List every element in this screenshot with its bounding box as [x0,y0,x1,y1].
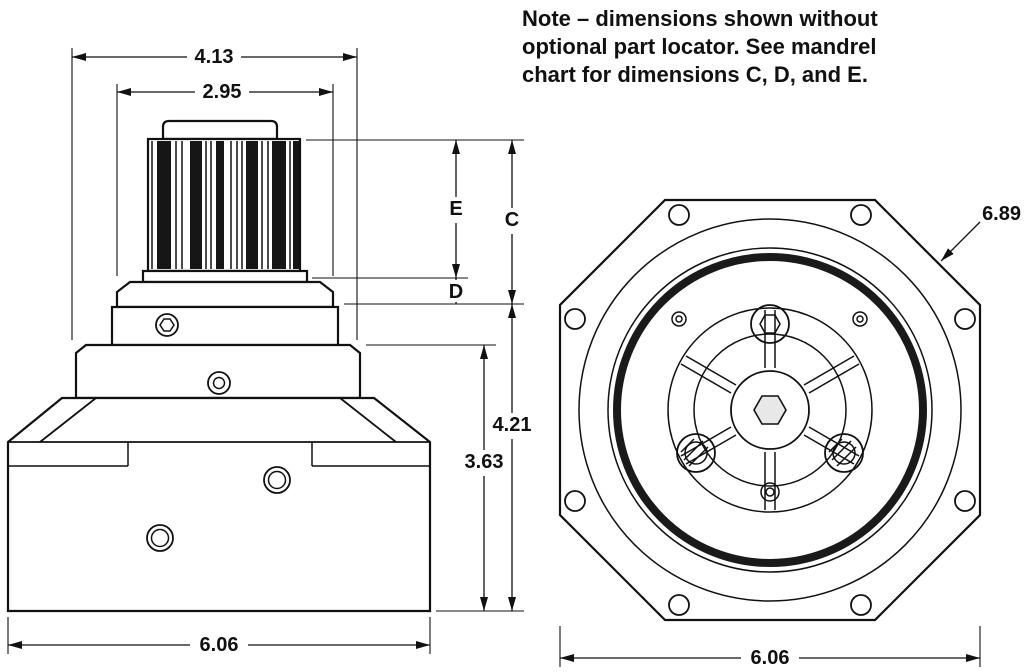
bolt-hole-icon [564,308,586,330]
dimension-label-flange-height: 3.63 [465,451,504,473]
front-view-dimensions: 6.89 6.06 [559,203,1021,672]
dimension-across-flats: 6.06 [559,626,981,672]
concentric-rings [578,218,962,602]
dimension-c: C [500,140,524,304]
dimension-label-e: E [449,198,462,220]
top-lug [750,304,790,344]
bolt-hole-icon [850,204,872,226]
center-hub [730,370,810,450]
bolt-hole-icon [954,308,976,330]
front-view [558,198,982,622]
note-line-2: optional part locator. See mandrel [522,34,877,59]
spider-slots [680,310,860,510]
dimension-flange-width: 4.13 [71,45,358,340]
bolt-hole-icon [668,204,690,226]
set-screw-icon [155,313,179,337]
bolt-hole-icon [850,594,872,616]
dimension-label-body-height: 4.21 [493,414,532,436]
knurled-section [141,137,309,284]
mandrel-cap [161,119,279,141]
body [6,396,432,613]
knurl-lip [141,269,309,284]
dimension-label-base-width: 6.06 [200,634,239,656]
dimension-e: E [444,140,468,278]
dimension-collar-width: 2.95 [116,80,334,276]
lower-left-lug [676,433,716,473]
bolt-hole-icon [954,490,976,512]
dimension-label-collar-width: 2.95 [203,81,242,103]
dimension-label-flange-width: 4.13 [195,46,234,68]
bolt-hole-icon [668,594,690,616]
dimension-body-height: 4.21 [487,304,537,611]
dimension-label-d: D [449,281,463,303]
note: Note – dimensions shown without optional… [522,6,878,87]
collar [110,280,340,347]
side-view [6,119,432,613]
body-port-icon [263,466,291,494]
dimension-base-width: 6.06 [7,617,431,659]
note-line-1: Note – dimensions shown without [522,6,878,31]
side-view-dimensions: 4.13 2.95 E D [7,45,537,659]
body-port-icon [146,524,174,552]
dimension-label-across-flats: 6.06 [751,647,790,669]
dimension-label-across-corners: 6.89 [982,203,1021,225]
dark-ring [613,253,927,567]
hex-bolt-icon [759,314,781,334]
bolt-hole-icon [564,490,586,512]
dimension-across-corners: 6.89 [940,203,1021,262]
grease-port-icon [207,371,231,395]
lower-right-lug [824,433,864,473]
dimension-flange-height: 3.63 [459,345,509,611]
note-line-3: chart for dimensions C, D, and E. [522,62,868,87]
bolt-holes [564,204,976,616]
dimension-label-c: C [505,209,519,231]
flange [74,343,362,400]
dimension-d: D [444,278,468,304]
center-hex-socket-icon [753,395,787,425]
pin-holes [671,311,868,502]
